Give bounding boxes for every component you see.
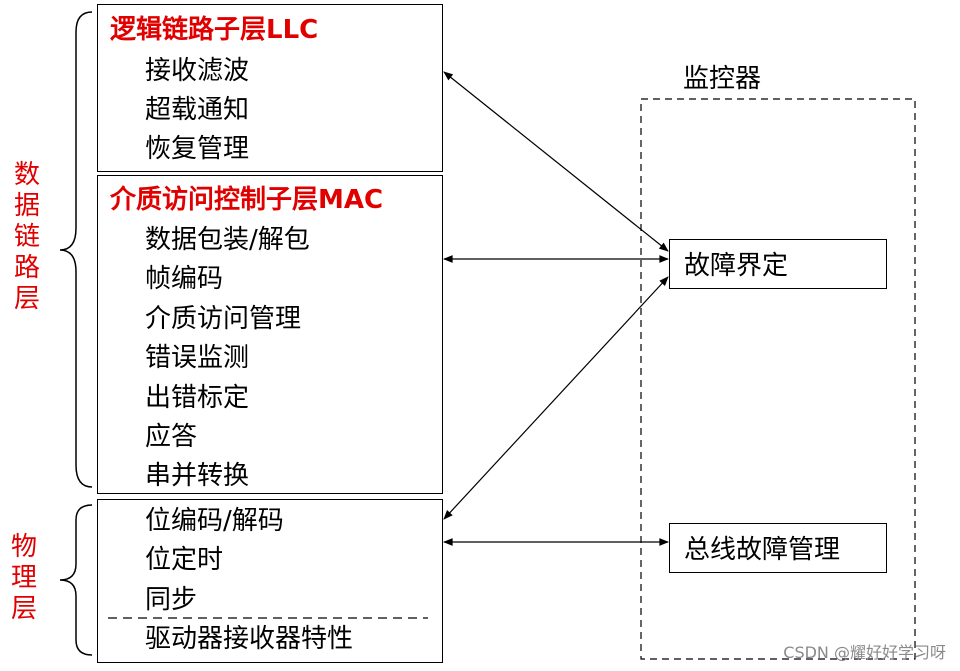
datalink-char: 数 [13,160,40,190]
llc-item: 超载通知 [145,95,250,125]
physical-layer-label: 物 理 层 [10,532,38,625]
mac-item: 错误监测 [145,343,250,373]
fault-confinement-label: 故障界定 [684,251,789,281]
mac-box [97,175,443,494]
datalink-char: 层 [13,284,40,314]
physical-char: 理 [10,563,37,593]
physical-char: 层 [10,594,37,624]
datalink-brace [59,11,93,488]
arrow-llc-fault [443,71,669,252]
fault-confinement-box [669,239,887,289]
monitor-title: 监控器 [683,64,762,94]
llc-box [97,4,443,172]
physical-brace [59,504,93,656]
datalink-char: 路 [13,253,40,283]
mac-item: 帧编码 [145,264,224,294]
physical-char: 物 [10,532,37,562]
monitor-region [640,98,916,660]
mac-title: 介质访问控制子层MAC [110,185,384,215]
datalink-layer-label: 数 据 链 路 层 [13,160,41,315]
physical-item: 位定时 [145,545,224,575]
physical-box [97,499,443,663]
datalink-char: 链 [13,222,40,252]
mac-item: 串并转换 [145,461,250,491]
llc-item: 接收滤波 [145,56,250,86]
mac-item: 介质访问管理 [145,304,302,334]
physical-last-item: 驱动器接收器特性 [145,624,354,654]
physical-item: 同步 [145,585,198,615]
physical-item: 位编码/解码 [145,506,284,536]
bus-fault-label: 总线故障管理 [684,535,841,565]
bus-fault-box [669,523,887,573]
llc-item: 恢复管理 [145,134,250,164]
mac-item: 出错标定 [145,383,250,413]
datalink-char: 据 [13,191,40,221]
llc-title: 逻辑链路子层LLC [110,15,319,45]
mac-item: 应答 [145,422,198,452]
mac-item: 数据包装/解包 [145,225,310,255]
arrow-phy-fault [443,276,669,520]
watermark: CSDN @耀好好学习呀 [783,643,946,662]
